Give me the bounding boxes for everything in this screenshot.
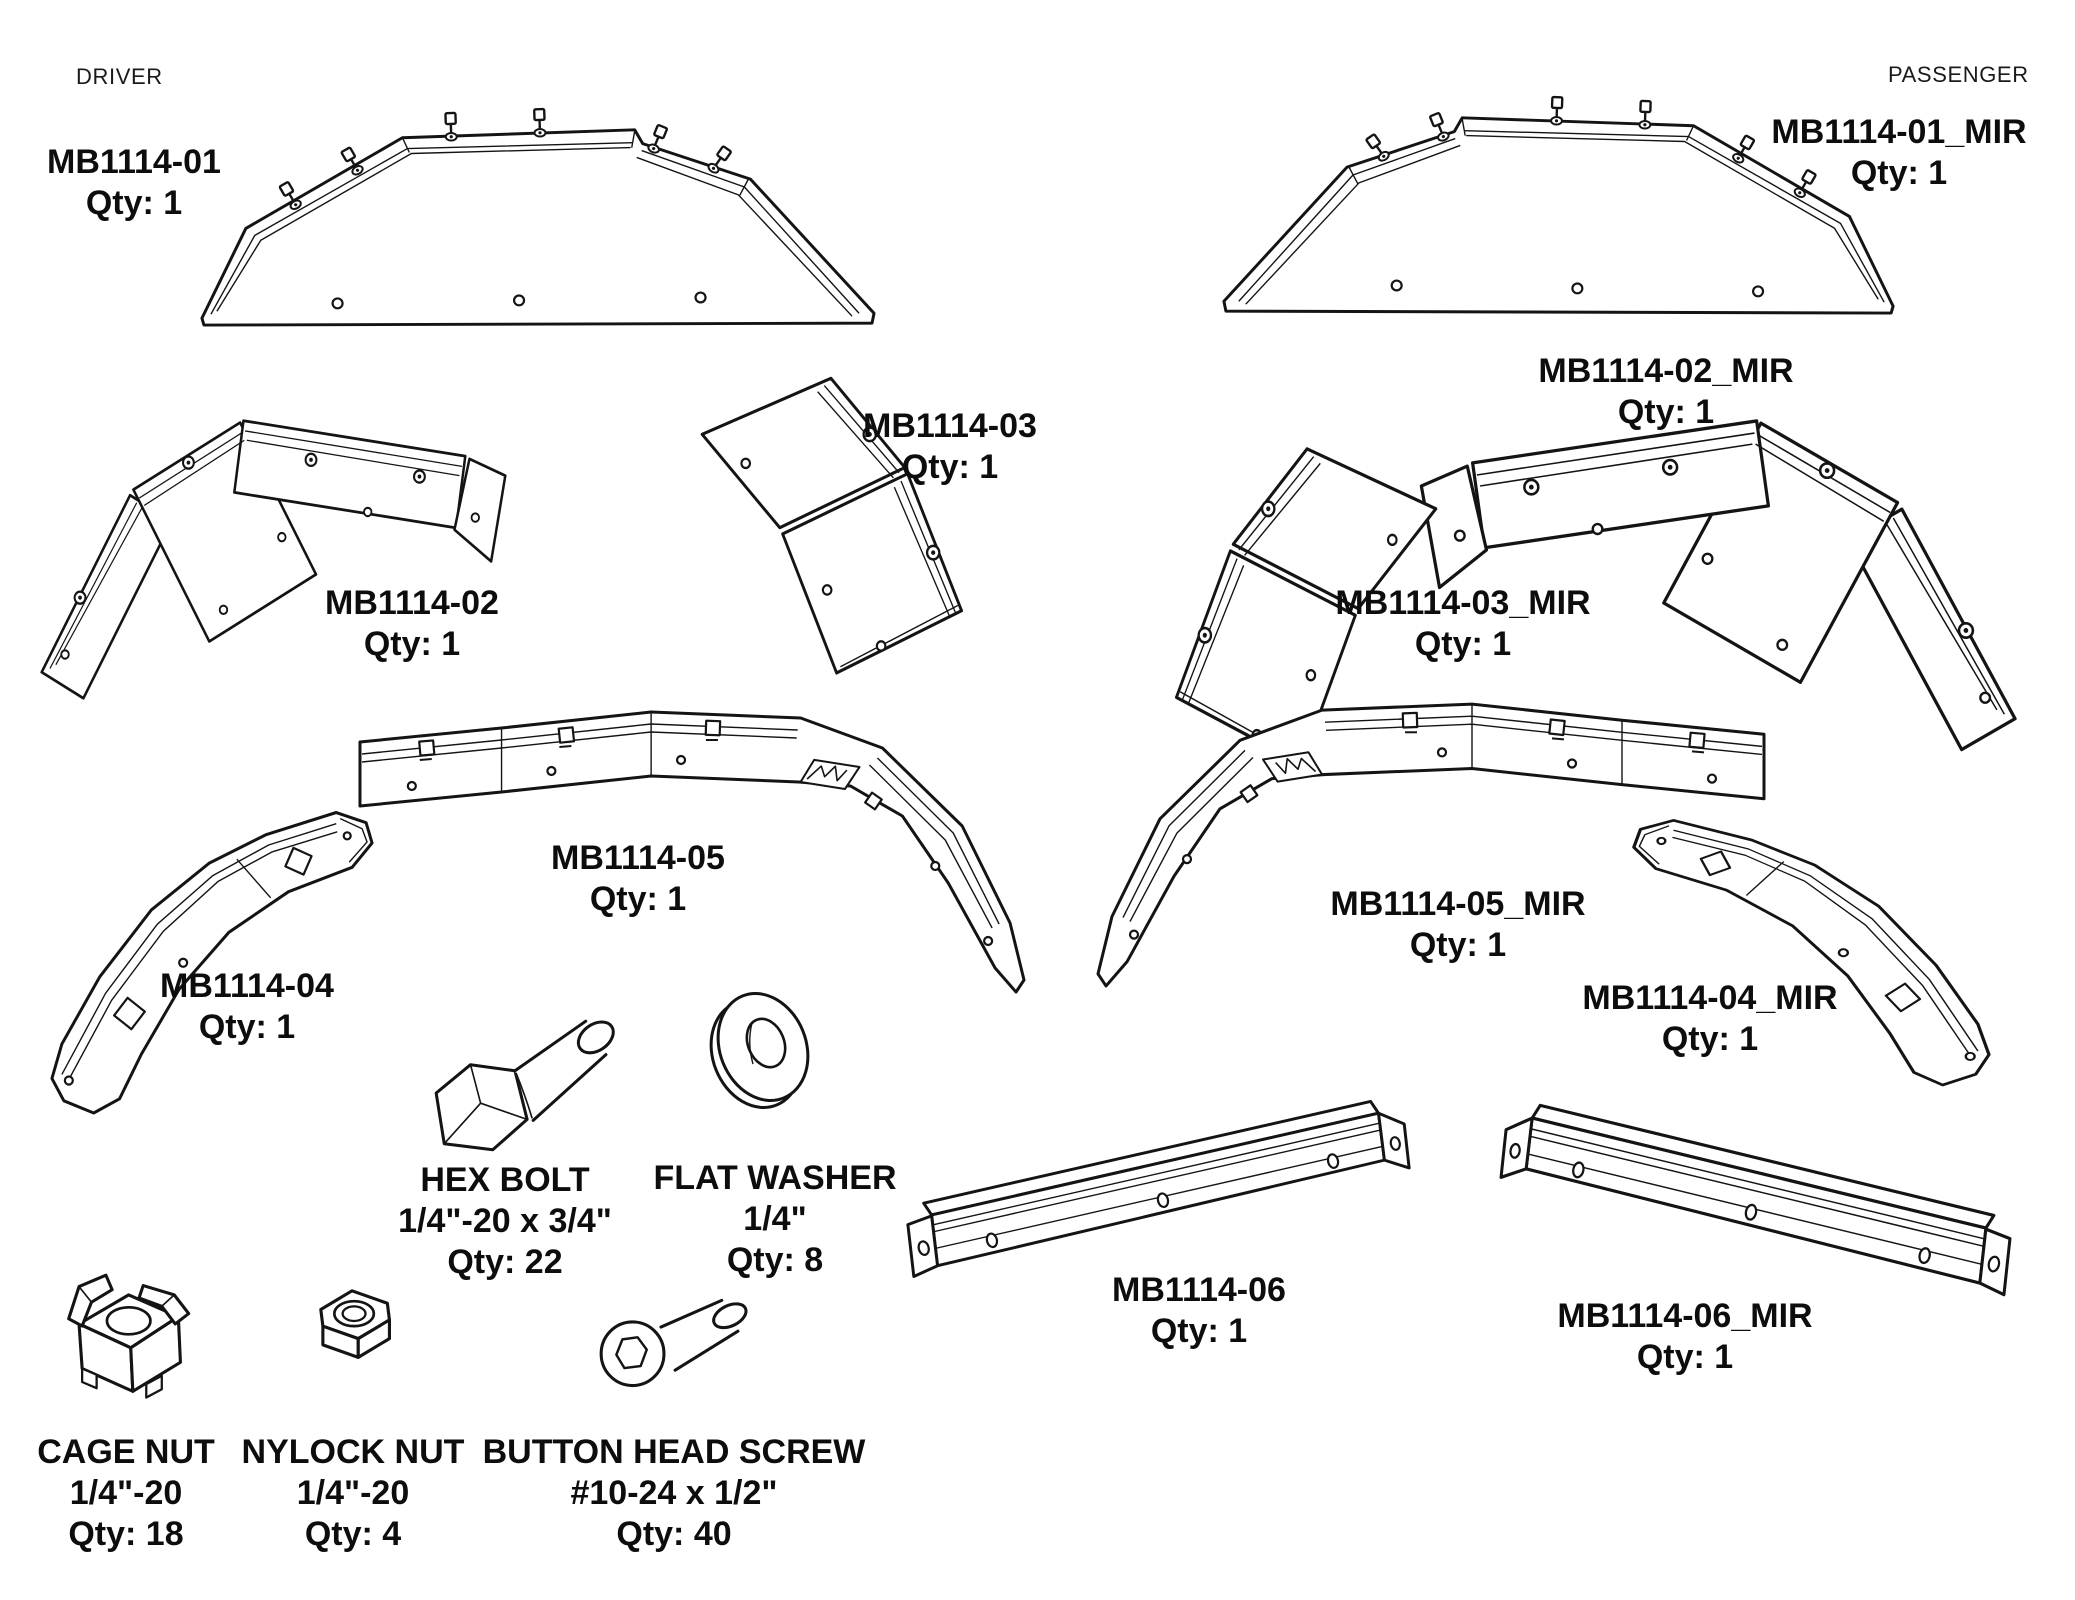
hardware-qty: Qty: 4 [304,1515,402,1553]
hardware-spec: 1/4"-20 [296,1474,410,1512]
part-number: MB1114-01_MIR [1771,113,2027,151]
part-number: MB1114-06 [1112,1271,1286,1309]
part-number: MB1114-05_MIR [1330,885,1586,923]
part-qty: Qty: 1 [363,625,461,663]
part-qty: Qty: 1 [1850,154,1948,192]
part-qty: Qty: 1 [85,184,183,222]
hardware-name: FLAT WASHER [653,1159,897,1197]
part-label-mb1114-01-mir: MB1114-01_MIR Qty: 1 [1771,112,2026,194]
part-number: MB1114-03_MIR [1335,584,1591,622]
hardware-name: NYLOCK NUT [241,1433,465,1471]
part-number: MB1114-04_MIR [1582,979,1838,1017]
part-label-mb1114-01: MB1114-01 Qty: 1 [47,142,221,224]
hardware-qty: Qty: 40 [616,1515,732,1553]
hex-bolt-drawing [434,1014,621,1152]
part-label-mb1114-04: MB1114-04 Qty: 1 [160,966,334,1048]
part-number: MB1114-04 [160,967,334,1005]
part-label-mb1114-03: MB1114-03 Qty: 1 [863,406,1037,488]
part-label-mb1114-06-mir: MB1114-06_MIR Qty: 1 [1557,1296,1812,1378]
hardware-label-flat-washer: FLAT WASHER 1/4" Qty: 8 [653,1158,896,1281]
part-drawing-mb1114-06 [906,1099,1411,1278]
part-number: MB1114-02 [325,584,499,622]
hardware-name: CAGE NUT [37,1433,215,1471]
part-drawing-mb1114-01 [188,118,886,330]
hardware-spec: 1/4" [743,1200,807,1238]
part-number: MB1114-03 [863,407,1037,445]
part-qty: Qty: 1 [1414,625,1512,663]
hardware-spec: #10-24 x 1/2" [570,1474,778,1512]
part-label-mb1114-05-mir: MB1114-05_MIR Qty: 1 [1330,884,1585,966]
hardware-qty: Qty: 8 [726,1241,824,1279]
passenger-side-label: PASSENGER [1888,62,2029,87]
part-qty: Qty: 1 [1617,393,1715,431]
part-drawing-mb1114-06-mir [1499,1103,2012,1297]
hardware-label-hex-bolt: HEX BOLT 1/4"-20 x 3/4" Qty: 22 [398,1160,612,1283]
part-qty: Qty: 1 [1409,926,1507,964]
hardware-spec: 1/4"-20 [69,1474,183,1512]
part-qty: Qty: 1 [901,448,999,486]
hardware-name: HEX BOLT [420,1161,590,1199]
hardware-qty: Qty: 18 [68,1515,184,1553]
part-label-mb1114-04-mir: MB1114-04_MIR Qty: 1 [1582,978,1837,1060]
part-drawing-mb1114-04 [50,810,374,1115]
nylock-nut-drawing [319,1289,392,1359]
part-qty: Qty: 1 [1636,1338,1734,1376]
button-head-screw-drawing [599,1294,752,1388]
cage-nut-drawing [67,1273,191,1400]
hardware-qty: Qty: 22 [447,1243,563,1281]
part-qty: Qty: 1 [1661,1020,1759,1058]
part-number: MB1114-06_MIR [1557,1297,1813,1335]
hardware-label-nylock-nut: NYLOCK NUT 1/4"-20 Qty: 4 [242,1432,465,1555]
driver-side-label: DRIVER [76,64,163,89]
hardware-name: BUTTON HEAD SCREW [482,1433,866,1471]
part-label-mb1114-02-mir: MB1114-02_MIR Qty: 1 [1538,351,1793,433]
part-label-mb1114-02: MB1114-02 Qty: 1 [325,583,499,665]
part-label-mb1114-05: MB1114-05 Qty: 1 [551,838,725,920]
part-number: MB1114-01 [47,143,221,181]
part-qty: Qty: 1 [198,1008,296,1046]
hardware-label-button-head-screw: BUTTON HEAD SCREW #10-24 x 1/2" Qty: 40 [483,1432,866,1555]
part-label-mb1114-06: MB1114-06 Qty: 1 [1112,1270,1286,1352]
part-label-mb1114-03-mir: MB1114-03_MIR Qty: 1 [1335,583,1590,665]
hardware-spec: 1/4"-20 x 3/4" [398,1202,612,1240]
part-qty: Qty: 1 [1150,1312,1248,1350]
part-qty: Qty: 1 [589,880,687,918]
flat-washer-drawing [694,978,825,1123]
part-number: MB1114-02_MIR [1538,352,1794,390]
hardware-label-cage-nut: CAGE NUT 1/4"-20 Qty: 18 [37,1432,215,1555]
part-number: MB1114-05 [551,839,725,877]
